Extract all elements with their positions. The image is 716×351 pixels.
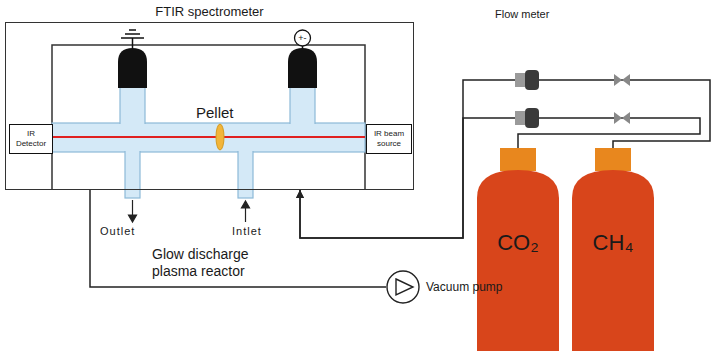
gas-cylinder: CH₄ <box>568 148 658 351</box>
valve-symbol <box>614 74 630 124</box>
flow-arrow <box>129 200 250 222</box>
electrode <box>118 48 147 88</box>
flow-arrow <box>129 215 137 222</box>
flow-meter <box>525 108 539 128</box>
ir-beam <box>52 136 365 138</box>
polarity-label: +- <box>295 32 311 44</box>
reactor-tube <box>52 123 365 152</box>
cylinder-body <box>477 170 559 351</box>
power-symbol <box>295 30 311 49</box>
pellet-disc <box>216 124 224 150</box>
ground-symbol <box>129 29 136 31</box>
flow-arrow <box>132 200 133 216</box>
arrow-head <box>296 190 304 198</box>
source-box: IR beam source <box>366 124 412 154</box>
gas-cylinder: CO₂ <box>473 148 563 351</box>
box-label: IR Detector <box>12 129 50 149</box>
inlet-label: Intlet <box>232 225 262 237</box>
cylinder-cap <box>500 148 536 171</box>
ground-symbol <box>121 37 144 39</box>
outlet-label: Outlet <box>100 225 135 237</box>
pellet-label: Pellet <box>196 104 234 121</box>
reactor-tube <box>53 124 364 151</box>
sample-compartment <box>52 45 365 190</box>
gas-name: CH₄ <box>568 230 658 256</box>
gas-line <box>90 190 386 287</box>
detector-box: IR Detector <box>9 124 53 154</box>
gas-name: CO₂ <box>473 230 563 256</box>
cylinder-body <box>572 170 654 351</box>
vacuum-pump: Vacuum pump <box>386 270 502 304</box>
ground-symbol <box>121 30 144 48</box>
valve-symbol <box>614 74 622 86</box>
flow-meter <box>515 73 525 87</box>
box-label: IR beam source <box>369 129 409 149</box>
valve-symbol <box>622 74 630 86</box>
reactor-label: Glow discharge plasma reactor <box>152 246 292 280</box>
electrode <box>288 48 317 88</box>
cylinder-cap <box>595 148 631 171</box>
power-symbol <box>295 30 311 46</box>
pump-symbol <box>386 270 420 304</box>
flow-arrow <box>242 201 250 208</box>
pipe-line <box>90 190 386 287</box>
valve-symbol <box>622 112 630 124</box>
flow-meter <box>515 70 539 128</box>
flow-meter <box>525 70 539 90</box>
flow-arrow <box>245 207 246 222</box>
valve-symbol <box>614 112 622 124</box>
flow-meter-label: Flow meter <box>495 8 549 20</box>
reactor-tube <box>52 80 365 198</box>
pump-symbol <box>396 279 413 295</box>
pump-symbol <box>387 271 419 303</box>
pump-label: Vacuum pump <box>426 280 502 294</box>
reactor-tube <box>52 80 365 198</box>
ground-symbol <box>125 33 140 35</box>
flow-meter <box>515 111 525 125</box>
housing-heading: FTIR spectrometer <box>6 4 413 19</box>
reactor-tube <box>53 81 364 197</box>
ground-symbol <box>132 38 134 48</box>
arrow-head <box>296 190 304 198</box>
